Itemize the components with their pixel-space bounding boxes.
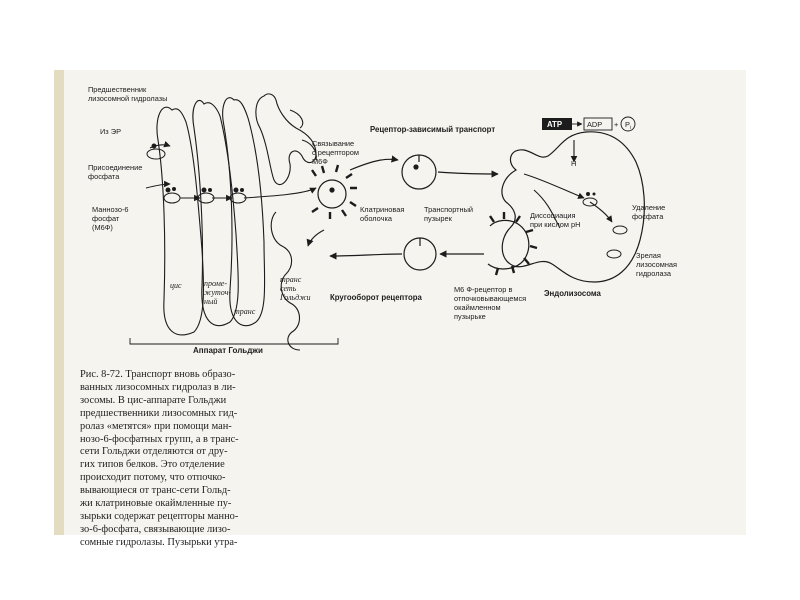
phosphate-addition-label: Присоединение фосфата (88, 163, 144, 181)
caption-line: сети Гольджи отделяются от дру- (80, 446, 228, 458)
receptor-transport-label: Рецептор-зависимый транспорт (370, 125, 495, 134)
plus-label: + (614, 120, 618, 129)
page-edge (54, 70, 64, 535)
cis-cisterna (156, 106, 205, 336)
receptor-recycling-label: Кругооборот рецептора (330, 293, 422, 302)
caption-line: зырьки содержат рецепторы манно- (80, 510, 239, 522)
from-er-label: Из ЭР (100, 127, 121, 136)
endolysosome-label: Эндолизосома (544, 289, 602, 298)
medial-label: проме- жуточ- ный (204, 279, 233, 306)
cis-label: цис (170, 281, 182, 290)
trans-label: транс (234, 307, 256, 316)
caption-line: зо-6-фосфата, связывающие лизо- (80, 523, 231, 535)
golgi-apparatus-label: Аппарат Гольджи (193, 346, 263, 355)
medial-cisterna (192, 99, 239, 327)
trans-cisterna (222, 97, 266, 327)
receptor-binding-label: Связывание с рецептором М6Ф (312, 139, 361, 166)
phosphate-removal-label: Удаление фосфата (632, 203, 667, 221)
m6p-receptor-vesicle-label: М6 Ф-рецептор в отпочковывающемся окаймл… (454, 285, 528, 321)
m6p-label: Маннозо-6 фосфат (М6Ф) (92, 205, 131, 232)
caption-line: ролаз «метятся» при помощи ман- (80, 420, 232, 432)
caption-line: ванных лизосомных гидролаз в ли- (80, 381, 236, 393)
figure-caption: Рис. 8-72. Транспорт вновь образо- ванны… (80, 369, 272, 550)
transport-vesicle-label: Транспортный пузырек (424, 205, 475, 223)
book-page (54, 70, 746, 535)
trans-cisterna-outer (255, 93, 317, 186)
endolysosome (501, 131, 645, 283)
h-label: H (571, 159, 576, 168)
caption-line: жи клатриновые окаймленные пу- (80, 498, 232, 510)
caption-line: гих типов белков. Это отделение (80, 459, 225, 471)
caption-line: нозо-6-фосфатных групп, а в транс- (80, 433, 239, 445)
caption-line: зосомы. В цис-аппарате Гольджи (80, 394, 227, 406)
dissociation-label: Диссоциация при кислом pH (530, 211, 580, 229)
atp-label: ATP (547, 120, 562, 129)
trans-golgi-network (270, 211, 301, 351)
caption-line: Рис. 8-72. Транспорт вновь образо- (80, 369, 236, 380)
hydrolase-precursor-label: Предшественник лизосомной гидролазы (88, 85, 167, 103)
clathrin-coat-label: Клатриновая оболочка (360, 205, 406, 223)
binding-vesicle (317, 179, 347, 209)
lysosome-transport-diagram: ATP ADP + Pi H Предшественник лизосомной… (88, 85, 679, 351)
caption-line: предшественники лизосомных гид- (80, 407, 238, 419)
trans-golgi-network-label: транс сеть Гольджи (279, 275, 311, 302)
mature-hydrolase-label: Зрелая лизосомная гидролаза (636, 251, 679, 278)
adp-label: ADP (587, 120, 602, 129)
pi-label: Pi (625, 120, 631, 131)
caption-line: происходит потому, что отпочко- (80, 472, 226, 484)
caption-line: вывающиеся от транс-сети Гольд- (80, 485, 231, 497)
caption-line: сомные гидролазы. Пузырьки утра- (80, 536, 238, 548)
